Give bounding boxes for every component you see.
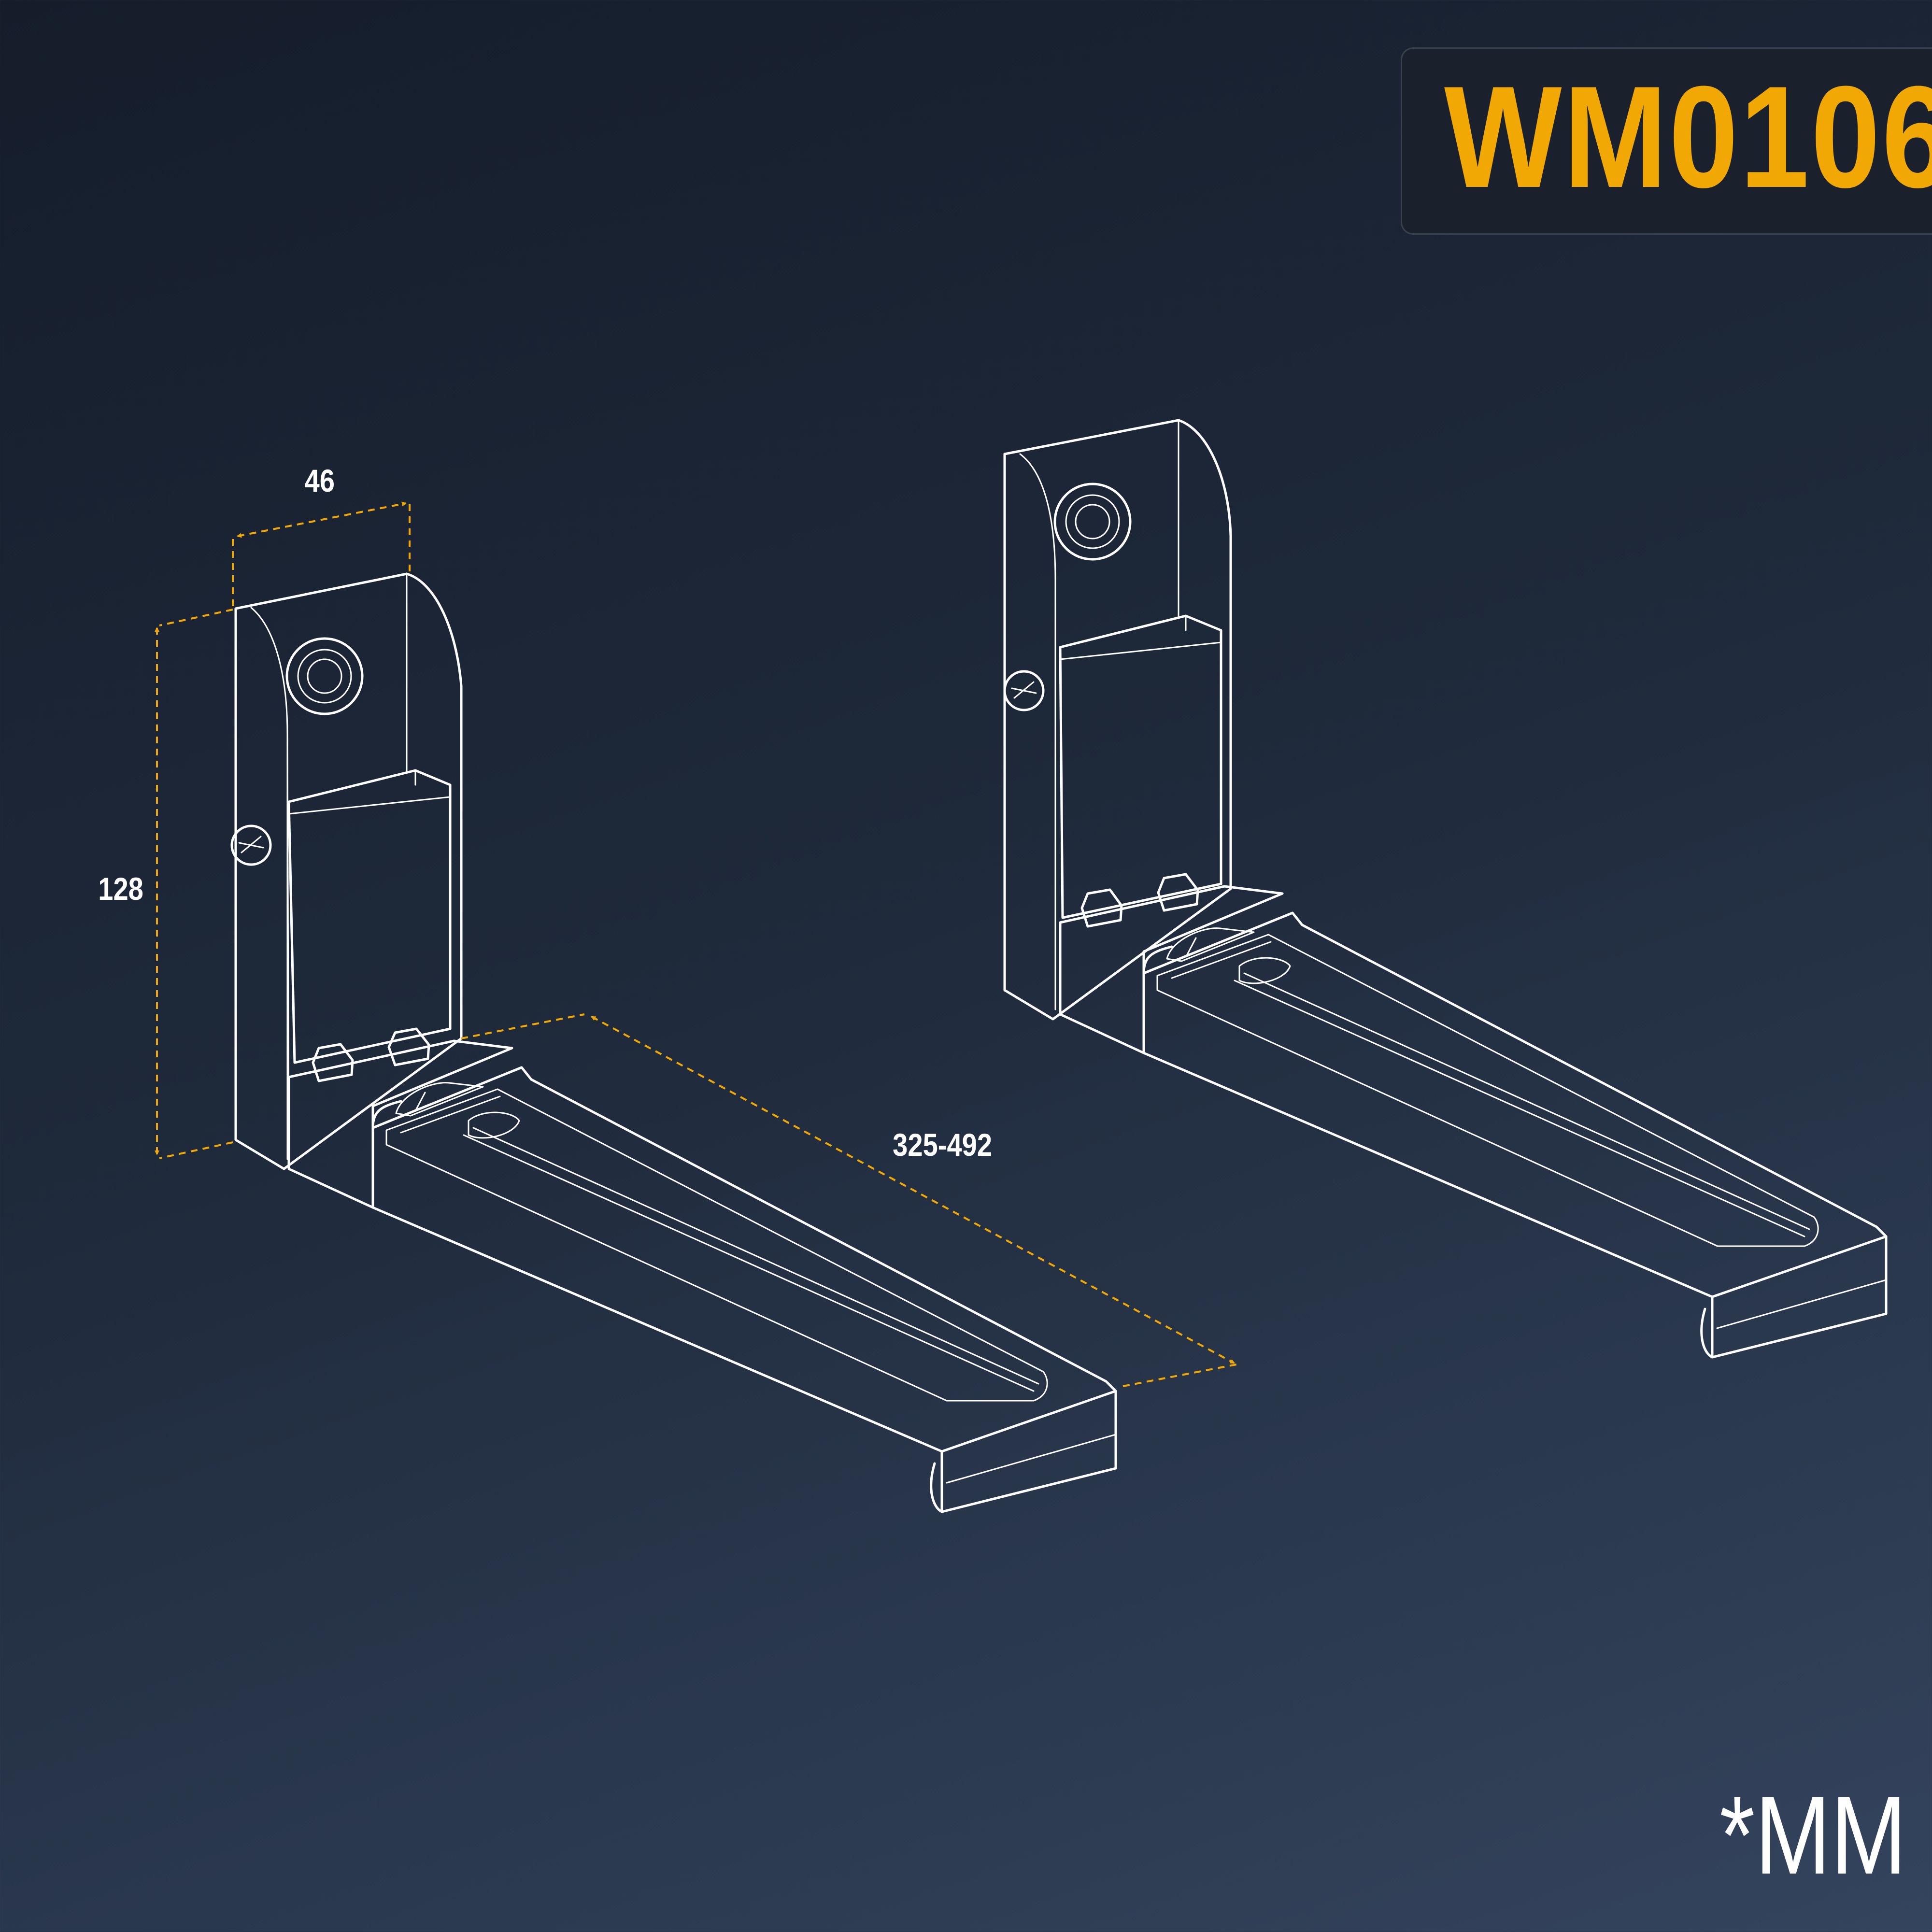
unit-note: *MM (1719, 1773, 1907, 1897)
dimension-length-line (461, 1013, 1237, 1387)
right-bracket (1003, 419, 1888, 1359)
left-bracket (230, 572, 1117, 1513)
dimension-width-line (232, 500, 411, 606)
dimension-height-label: 128 (98, 871, 143, 907)
model-badge (1401, 47, 1932, 235)
dimension-height-line (155, 609, 233, 1159)
dimension-width-label: 46 (304, 463, 335, 498)
dimension-length-label: 325-492 (893, 1127, 993, 1163)
model-number: WM0106 (1444, 56, 1932, 218)
